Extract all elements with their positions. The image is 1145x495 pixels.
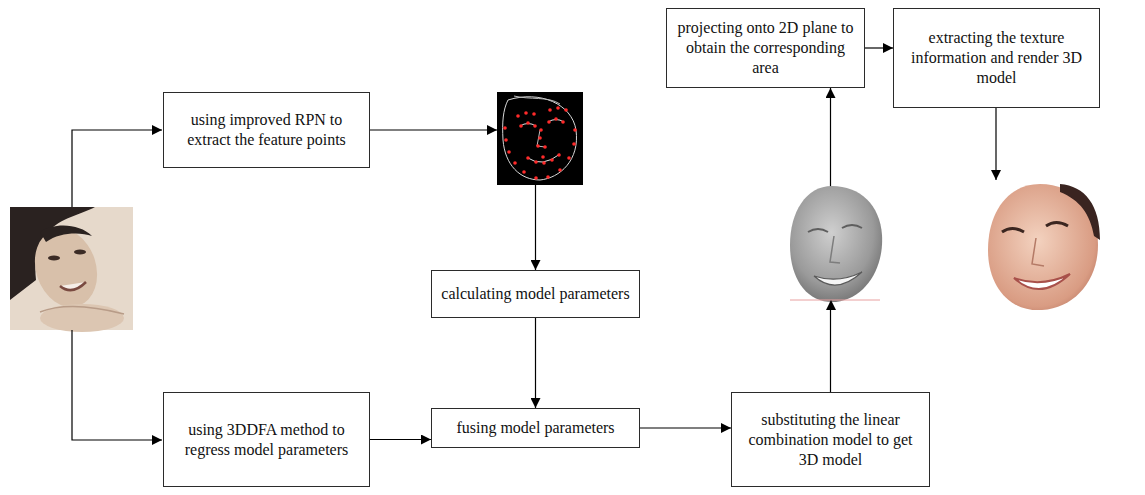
flow-arrow	[535, 318, 536, 408]
process-box: substituting the linear combination mode…	[731, 392, 930, 487]
flow-arrow	[370, 439, 431, 440]
photo-arrow	[72, 330, 162, 440]
box-label: fusing model parameters	[456, 418, 614, 438]
process-box: extracting the texture information and r…	[893, 8, 1100, 108]
box-label: using 3DDFA method to regress model para…	[172, 420, 361, 460]
box-label: substituting the linear combination mode…	[740, 410, 921, 470]
process-box: calculating model parameters	[431, 270, 640, 318]
mesh-face	[790, 186, 882, 302]
photo-arrow	[72, 130, 162, 207]
textured-face	[988, 184, 1100, 310]
render-arrow	[995, 108, 996, 180]
box-label: projecting onto 2D plane to obtain the c…	[675, 18, 856, 78]
process-box: fusing model parameters	[431, 408, 640, 448]
flow-arrow	[640, 427, 731, 428]
arrowhead	[826, 300, 836, 310]
process-box: projecting onto 2D plane to obtain the c…	[666, 8, 865, 88]
feature-point-image	[497, 92, 583, 185]
input-photo	[10, 207, 133, 332]
process-box: using improved RPN to extract the featur…	[163, 92, 370, 168]
flow-arrow	[865, 47, 893, 48]
box-label: using improved RPN to extract the featur…	[172, 110, 361, 150]
arrowhead	[487, 125, 497, 135]
box-label: extracting the texture information and r…	[902, 28, 1091, 88]
box-label: calculating model parameters	[441, 284, 629, 304]
process-box: using 3DDFA method to regress model para…	[163, 392, 370, 487]
